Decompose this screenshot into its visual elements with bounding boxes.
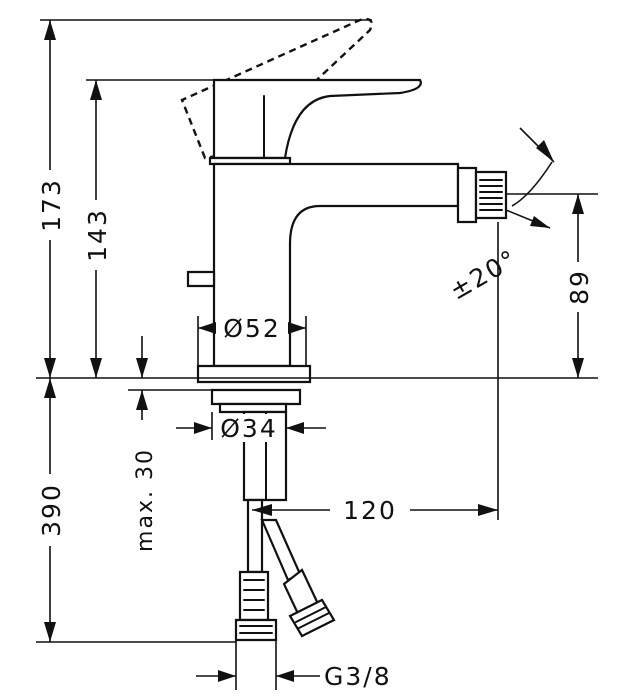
label-173: 173 bbox=[37, 178, 66, 232]
label-max-30: max. 30 bbox=[133, 448, 158, 552]
dim-spout-height: 89 bbox=[562, 194, 594, 378]
dim-total-height: 173 bbox=[34, 20, 66, 378]
mounting-washer bbox=[218, 402, 288, 414]
dim-connection: G3/8 bbox=[196, 662, 392, 691]
mounting-nut bbox=[210, 388, 302, 406]
label-143: 143 bbox=[83, 208, 112, 262]
dim-lever-height: 143 bbox=[80, 80, 112, 378]
supply-hoses bbox=[234, 498, 336, 642]
base-plate bbox=[196, 364, 312, 384]
dim-base-diameter: Ø52 bbox=[198, 314, 306, 343]
label-390: 390 bbox=[37, 483, 66, 537]
popup-knob bbox=[186, 270, 216, 288]
reference-lines bbox=[36, 19, 598, 690]
hose-right-nut-lines bbox=[295, 606, 330, 629]
label-d52: Ø52 bbox=[223, 314, 281, 343]
label-pm20: ±20° bbox=[445, 244, 523, 306]
lever-handle bbox=[212, 78, 422, 160]
hose-left-nut bbox=[234, 618, 278, 642]
label-g38: G3/8 bbox=[324, 662, 392, 691]
dim-max-thickness: max. 30 bbox=[133, 336, 158, 552]
hose-left-nut-lines bbox=[239, 625, 273, 634]
dim-tail-diameter: Ø34 bbox=[176, 414, 326, 443]
label-89: 89 bbox=[565, 269, 594, 305]
aerator-ribs bbox=[479, 179, 503, 211]
label-120: 120 bbox=[343, 496, 397, 525]
spout-nozzle bbox=[456, 166, 478, 224]
hose-left-fitting-ribs bbox=[243, 579, 265, 611]
aerator bbox=[474, 170, 508, 220]
dim-projection: 120 bbox=[252, 494, 498, 525]
dim-tap-depth: 390 bbox=[34, 378, 66, 642]
label-d34: Ø34 bbox=[220, 414, 278, 443]
